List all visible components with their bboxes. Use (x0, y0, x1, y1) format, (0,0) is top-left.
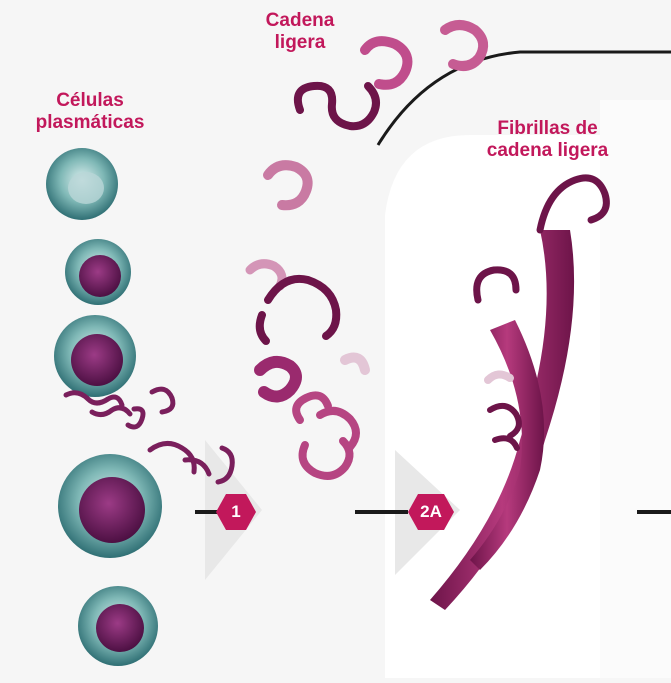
plasma-cell (78, 586, 158, 666)
step-2a-label: 2A (408, 502, 454, 522)
light-chain-label-line-1: Cadena (245, 10, 355, 32)
plasma-cell (65, 239, 131, 305)
step-1-label: 1 (216, 502, 256, 522)
plasma-cell (54, 315, 136, 397)
plasma-cells-label-line-2: plasmáticas (20, 112, 160, 134)
fibrils-label: Fibrillas de cadena ligera (465, 118, 630, 162)
light-chain-label: Cadena ligera (245, 10, 355, 54)
plasma-cell (46, 148, 118, 220)
plasma-cells-label: Células plasmáticas (20, 90, 160, 134)
fibrils-label-line-2: cadena ligera (465, 140, 630, 162)
right-panel-edge (600, 100, 671, 678)
light-chain-label-line-2: ligera (245, 32, 355, 54)
plasma-cells-label-line-1: Células (20, 90, 160, 112)
fibrils-label-line-1: Fibrillas de (465, 118, 630, 140)
plasma-cell (58, 454, 162, 558)
